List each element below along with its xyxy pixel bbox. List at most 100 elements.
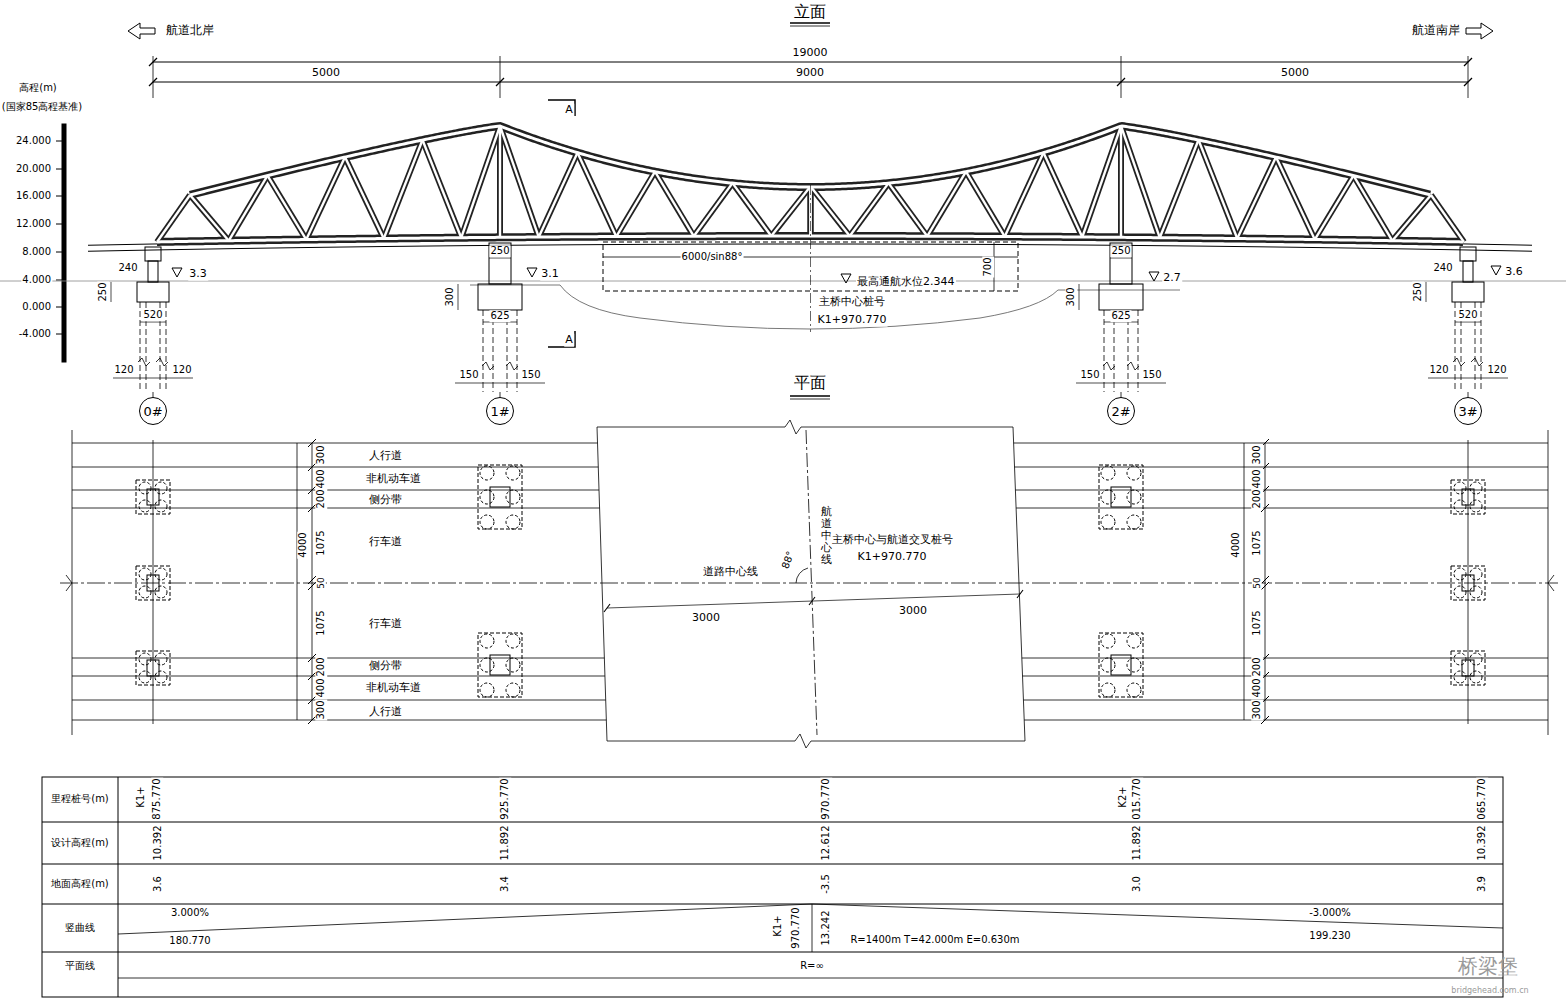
truss-member-inner <box>500 126 539 237</box>
pile-circle <box>139 671 151 683</box>
pile-circle <box>1101 634 1115 648</box>
table-cell: 11.892 <box>1131 825 1143 862</box>
pile-circle <box>1470 500 1482 512</box>
table-cell: 10.392 <box>152 825 164 862</box>
pier-column <box>1463 261 1473 282</box>
break-mark <box>482 362 494 370</box>
annotation-label: 5000 <box>311 67 341 80</box>
break-mark <box>156 358 168 366</box>
annotation-label: 5000 <box>1280 67 1310 80</box>
dimension-line <box>312 443 313 720</box>
bearing-plan <box>147 660 159 676</box>
truss-member-inner <box>1082 126 1121 237</box>
dimension-line <box>607 594 1020 608</box>
pile-circle <box>1454 568 1466 580</box>
table-cell: 竖曲线 <box>64 922 96 934</box>
annotation-label: 300 <box>315 699 327 720</box>
table-cell: R=1400m T=42.000m E=0.630m <box>849 934 1020 946</box>
pile-line <box>1455 302 1456 392</box>
annotation-label: 人行道 <box>368 450 403 463</box>
level-symbol <box>527 268 537 277</box>
dimension-tick <box>1117 78 1125 86</box>
pier-column-plan <box>490 487 510 507</box>
annotation-label: 200 <box>315 656 327 677</box>
pile-circle <box>1127 634 1141 648</box>
dimension-line <box>455 383 545 384</box>
plan-lane-line <box>1024 720 1548 721</box>
truss-member <box>539 153 578 237</box>
truss-member <box>157 195 190 242</box>
pile-cap <box>137 282 169 302</box>
pile-circle <box>1101 683 1115 697</box>
truss-member-inner <box>268 176 307 240</box>
table-divider <box>42 904 1503 905</box>
pile-circle <box>1470 653 1482 665</box>
annotation-label: 88° <box>779 549 797 571</box>
annotation-label: 24.000 <box>15 135 52 147</box>
pile-circle <box>1470 671 1482 683</box>
bearing <box>145 247 161 261</box>
pile-circle <box>480 634 494 648</box>
pier-number: 2# <box>1111 404 1130 419</box>
table-divider <box>42 864 1503 865</box>
annotation-label: 1075 <box>1251 529 1263 556</box>
annotation-label: 航道南岸 <box>1411 24 1461 38</box>
dimension-line <box>297 443 298 720</box>
annotation-label: 1075 <box>315 529 327 556</box>
pier-axis <box>1468 440 1469 724</box>
table-cell: 199.230 <box>1308 930 1351 942</box>
table-divider <box>118 777 119 997</box>
scale-bar <box>62 124 66 362</box>
table-cell: 10.392 <box>1476 825 1488 862</box>
section-mark <box>548 331 575 347</box>
annotation-label: 3.6 <box>1504 266 1524 279</box>
annotation-label: 最高通航水位2.344 <box>856 276 956 289</box>
annotation-label: 150 <box>520 369 541 381</box>
truss-member <box>966 172 1005 237</box>
pile-circle <box>1101 490 1115 504</box>
pile-circle <box>480 658 494 672</box>
dimension-tick <box>1261 582 1269 590</box>
truss-member-inner <box>384 140 423 239</box>
annotation-label: 200 <box>1251 656 1263 677</box>
annotation-label: 120 <box>1486 364 1507 376</box>
plan-lane-line <box>72 700 606 701</box>
annotation-label: 150 <box>1079 369 1100 381</box>
dimension-tick <box>604 604 610 612</box>
annotation-label: 300 <box>444 286 456 307</box>
pile-circle <box>1127 683 1141 697</box>
pile-circle <box>155 482 167 494</box>
annotation-label: 300 <box>315 444 327 465</box>
pile-circle <box>155 568 167 580</box>
table-cell: 3.4 <box>499 875 511 893</box>
annotation-label: 240 <box>117 262 138 274</box>
scale-tick <box>56 307 62 308</box>
truss-member <box>1276 157 1315 239</box>
level-symbol <box>172 268 182 277</box>
scale-tick <box>56 224 62 225</box>
truss-member <box>306 157 345 239</box>
annotation-label: 520 <box>1457 309 1478 321</box>
pile-circle <box>1101 466 1115 480</box>
dimension-tick <box>496 78 504 86</box>
annotation-label: 120 <box>113 364 134 376</box>
truss-member-inner <box>190 195 229 241</box>
pile-circle <box>506 658 520 672</box>
section-mark <box>548 100 575 116</box>
table-cell: 13.242 <box>820 910 832 947</box>
watermark: 桥梁堡 <box>1457 955 1519 978</box>
pile-circle <box>1454 586 1466 598</box>
pile-circle <box>506 515 520 529</box>
annotation-label: 300 <box>1251 444 1263 465</box>
truss-member-inner <box>850 183 889 236</box>
annotation-label: 非机动车道 <box>365 473 422 486</box>
annotation-label: 625 <box>1110 310 1131 322</box>
break-line <box>607 734 1025 748</box>
break-line <box>1013 427 1025 741</box>
pile-cap-plan <box>136 566 170 600</box>
pile-circle <box>480 683 494 697</box>
truss-member-inner <box>771 187 810 236</box>
pile-circle <box>155 586 167 598</box>
annotation-label: 250 <box>1110 245 1131 257</box>
dimension-line <box>1265 443 1266 720</box>
